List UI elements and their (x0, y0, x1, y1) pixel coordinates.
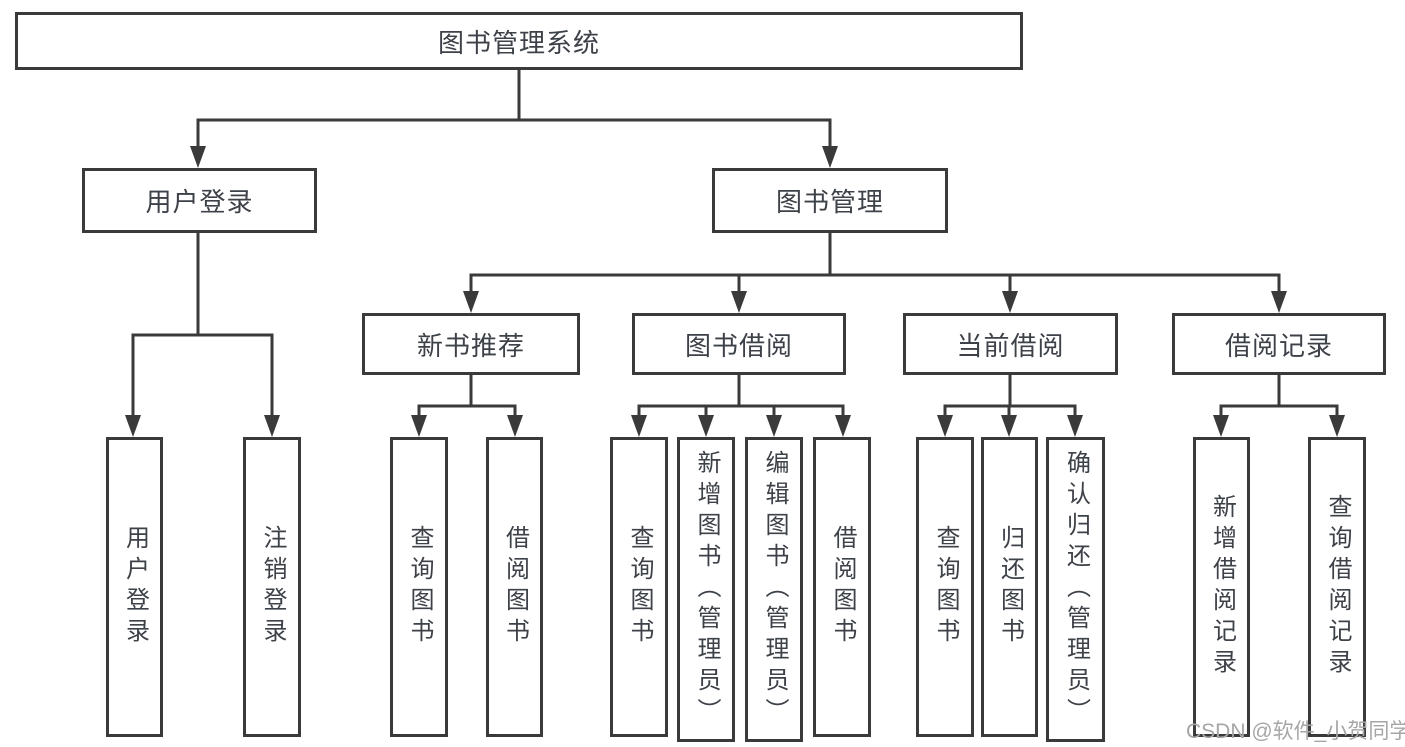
leaf-query-books: 查询图书 (390, 437, 448, 737)
leaf-label: 查询借阅记录 (1324, 494, 1351, 680)
node-library-management-system: 图书管理系统 (15, 12, 1023, 70)
leaf-borrow-books: 借阅图书 (486, 437, 543, 737)
leaf-confirm-return-admin: 确认归还（管理员） (1046, 437, 1105, 742)
node-label: 借阅记录 (1224, 330, 1333, 361)
leaf-label: 查询图书 (406, 525, 433, 649)
leaf-label: 用户登录 (121, 525, 149, 649)
leaf-query-borrow-record: 查询借阅记录 (1308, 437, 1366, 737)
leaf-add-borrow-record: 新增借阅记录 (1193, 437, 1250, 737)
leaf-label: 查询图书 (932, 525, 959, 649)
leaf-label: 借阅图书 (829, 525, 856, 649)
node-book-borrow: 图书借阅 (632, 313, 846, 375)
leaf-edit-books-admin: 编辑图书（管理员） (745, 437, 803, 742)
leaf-logout: 注销登录 (243, 437, 301, 737)
connector-lines (131, 70, 1339, 420)
leaf-label: 新增借阅记录 (1208, 494, 1236, 680)
node-label: 当前借阅 (956, 330, 1065, 361)
leaf-label: 新增图书（管理员） (693, 450, 720, 729)
leaf-label: 归还图书 (996, 525, 1024, 649)
node-borrow-records: 借阅记录 (1172, 313, 1386, 375)
csdn-watermark: CSDN @软件_小贺同学 (1186, 720, 1405, 743)
node-label: 图书借阅 (684, 330, 793, 361)
leaf-label: 确认归还（管理员） (1062, 450, 1090, 729)
node-user-login: 用户登录 (82, 168, 317, 233)
leaf-label: 注销登录 (259, 525, 286, 649)
leaf-add-books-admin: 新增图书（管理员） (677, 437, 735, 742)
leaf-query-books: 查询图书 (610, 437, 668, 737)
leaf-label: 编辑图书（管理员） (761, 450, 788, 729)
leaf-label: 借阅图书 (501, 525, 529, 649)
node-book-management: 图书管理 (712, 168, 948, 233)
leaf-user-login: 用户登录 (106, 437, 163, 737)
leaf-borrow-books: 借阅图书 (813, 437, 871, 737)
node-label: 新书推荐 (416, 330, 525, 361)
node-label: 图书管理系统 (437, 27, 600, 58)
leaf-return-books: 归还图书 (981, 437, 1038, 737)
node-label: 用户登录 (145, 187, 254, 217)
node-new-book-recommend: 新书推荐 (362, 313, 580, 375)
connector-arrowheads (125, 146, 1345, 437)
node-label: 图书管理 (775, 187, 884, 217)
leaf-query-books: 查询图书 (916, 437, 974, 737)
leaf-label: 查询图书 (626, 525, 653, 649)
node-current-borrow: 当前借阅 (903, 313, 1118, 375)
